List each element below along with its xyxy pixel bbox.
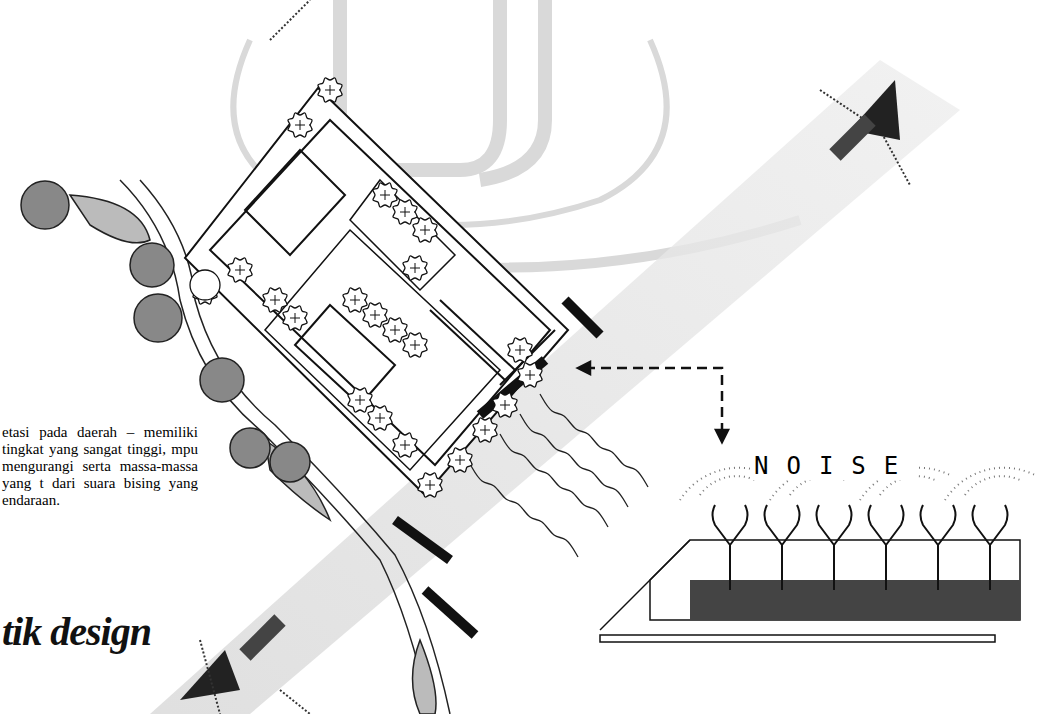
note-text: etasi pada daerah – memiliki tingkat yan… xyxy=(2,424,198,509)
planter-section xyxy=(600,505,1020,642)
site-trees xyxy=(190,78,542,497)
title-fragment: tik design xyxy=(2,608,151,655)
noise-label: NOISE xyxy=(752,452,918,480)
site-plan xyxy=(185,88,568,495)
noise-waves xyxy=(470,394,648,557)
dashed-arrow xyxy=(578,362,728,442)
barrier-bars xyxy=(395,300,600,635)
